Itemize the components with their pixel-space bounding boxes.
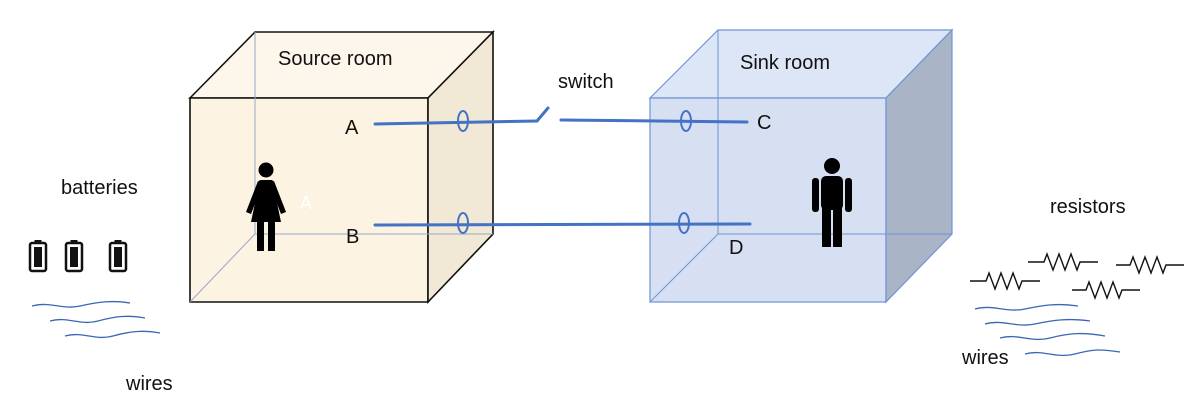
wall-hole-upper-left <box>457 110 469 132</box>
resistors-label: resistors <box>1050 196 1126 218</box>
wire-squiggle <box>984 318 1091 326</box>
resistors-group <box>970 252 1184 300</box>
source-room-cube <box>188 30 495 304</box>
wall-hole-upper-right <box>680 110 692 132</box>
resistor-icon <box>970 271 1040 291</box>
wires-left-label: wires <box>125 373 173 395</box>
wire-squiggle <box>31 300 131 308</box>
resistor-icon <box>1116 255 1184 275</box>
switch-label: switch <box>558 71 614 93</box>
battery-icon <box>108 240 128 273</box>
source-room-hidden-edge <box>189 233 256 303</box>
wall-hole-lower-left <box>457 212 469 234</box>
batteries-label: batteries <box>61 177 138 199</box>
wires-left-squiggles <box>31 300 161 339</box>
faint-a-label: A <box>300 193 312 213</box>
wire-squiggle <box>49 315 146 324</box>
wire-squiggle <box>1024 349 1121 357</box>
resistor-icon <box>1072 280 1140 300</box>
woman-figure-icon <box>246 162 286 251</box>
man-figure-icon <box>812 158 852 247</box>
source-room-label: Source room <box>278 48 393 70</box>
battery-icon <box>28 240 48 273</box>
sink-room-hidden-edge <box>649 233 719 303</box>
wires-right-label: wires <box>961 347 1009 369</box>
wires-right-squiggles <box>974 303 1121 357</box>
circuit-wires <box>373 106 752 227</box>
terminal-c-label: C <box>757 112 771 134</box>
sink-room-cube <box>648 28 954 304</box>
wall-hole-lower-right <box>678 212 690 234</box>
wire-squiggle <box>974 303 1079 311</box>
battery-icon <box>64 240 84 273</box>
terminal-d-label: D <box>729 237 743 259</box>
sink-room-label: Sink room <box>740 52 830 74</box>
wire-a-to-switch <box>373 119 539 126</box>
switch-lever <box>535 106 550 123</box>
wire-switch-to-c <box>559 118 749 124</box>
terminal-b-label: B <box>346 226 359 248</box>
wire-squiggle <box>999 332 1106 341</box>
batteries-group <box>28 240 128 273</box>
terminal-a-label: A <box>345 117 359 139</box>
wall-holes <box>457 110 692 234</box>
wire-squiggle <box>64 330 161 339</box>
resistor-icon <box>1028 252 1098 272</box>
wire-b-to-d <box>373 222 752 227</box>
